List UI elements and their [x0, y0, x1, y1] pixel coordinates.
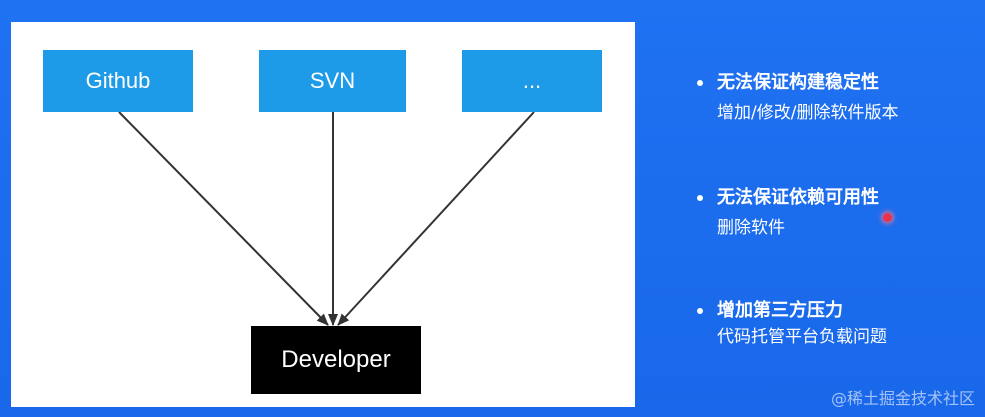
note-item: 无法保证构建稳定性 增加/修改/删除软件版本	[690, 70, 975, 126]
note-title: 无法保证构建稳定性	[717, 72, 879, 93]
note-item: 无法保证依赖可用性 删除软件	[690, 185, 975, 241]
bullet-icon	[697, 308, 703, 314]
diagram-panel: Github SVN ... Developer	[11, 22, 635, 407]
note-title: 无法保证依赖可用性	[717, 187, 879, 208]
watermark: @稀土掘金技术社区	[830, 389, 975, 408]
note-subtitle: 增加/修改/删除软件版本	[717, 103, 899, 123]
note-title-row: 增加第三方压力	[690, 298, 975, 324]
arrow-ellipsis-to-developer	[337, 111, 535, 326]
note-title: 增加第三方压力	[717, 300, 843, 321]
note-title-row: 无法保证构建稳定性	[690, 70, 975, 96]
bullet-icon	[697, 80, 703, 86]
note-subtitle: 删除软件	[717, 218, 785, 238]
arrow-github-to-developer	[118, 111, 329, 326]
note-item: 增加第三方压力 代码托管平台负载问题	[690, 298, 975, 350]
source-box-svn: SVN	[259, 50, 406, 112]
arrows-layer	[118, 111, 535, 326]
note-title-row: 无法保证依赖可用性	[690, 185, 975, 211]
source-box-github: Github	[43, 50, 193, 112]
laser-pointer-dot	[883, 213, 892, 222]
bullet-icon	[697, 195, 703, 201]
note-subtitle: 代码托管平台负载问题	[717, 327, 887, 347]
source-box-ellipsis: ...	[462, 50, 602, 112]
target-box-developer: Developer	[251, 326, 421, 394]
